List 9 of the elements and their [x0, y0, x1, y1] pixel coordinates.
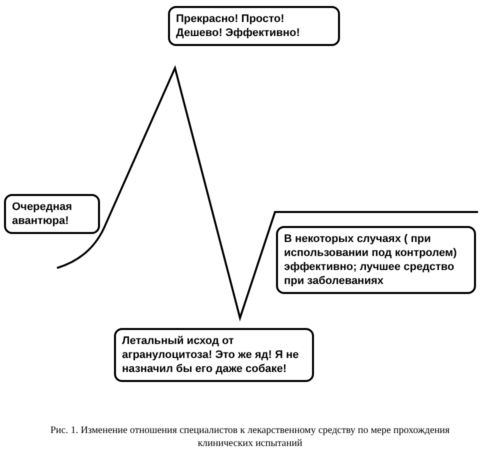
speech-box: [168, 6, 340, 46]
speech-text: Очередная авантюра!: [12, 200, 74, 228]
speech-text: Летальный исход от агранулоцитоза! Это же яд! Я не назначил бы его даже собаке!: [122, 334, 300, 376]
speech-text: В некоторых случаях ( при использовании под контролем) эффективно; лучшее средство при заболеваниях: [284, 232, 458, 288]
speech-box: [114, 328, 314, 382]
speech-box: [4, 194, 100, 234]
speech-text: Прекрасно! Просто! Дешево! Эффективно!: [176, 12, 301, 40]
caption: Рис. 1. Изменение отношения специалистов к лекарственному средству по мере прохождения клинических испытаний: [49, 424, 451, 450]
speech-box: [276, 226, 476, 294]
